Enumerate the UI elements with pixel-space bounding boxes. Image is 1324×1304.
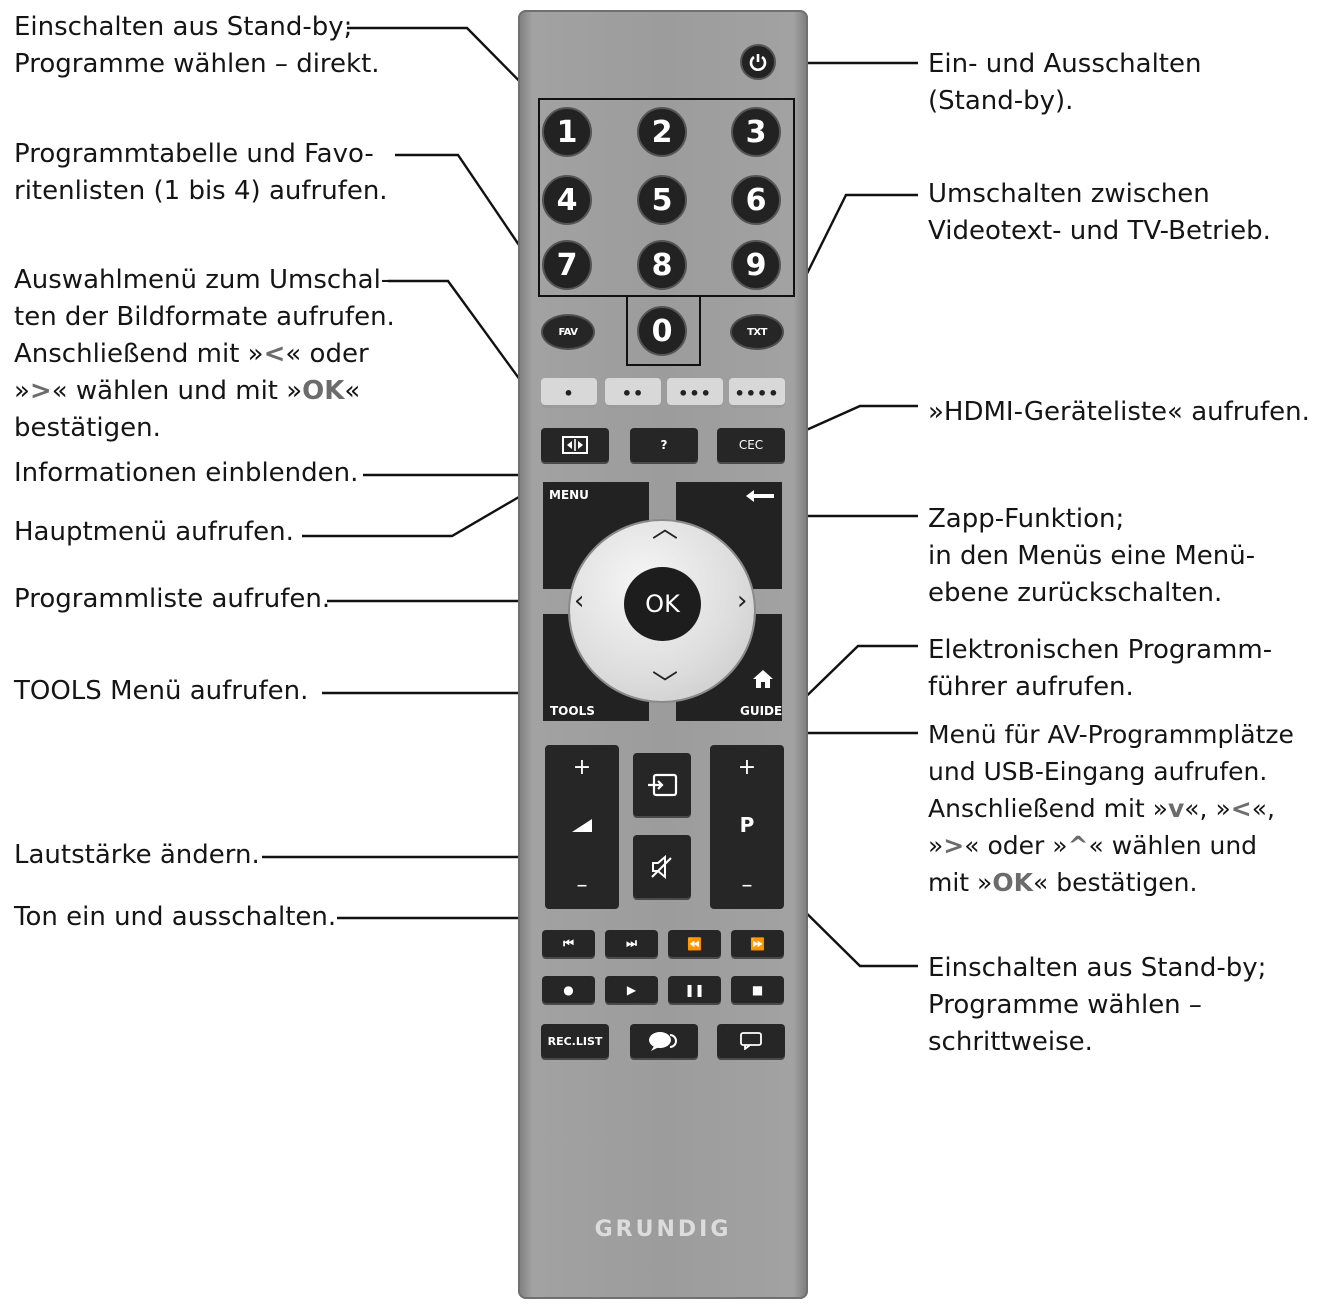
chat-bubble-icon (649, 1032, 677, 1051)
label-info: Informationen einblenden. (14, 458, 359, 488)
record-button[interactable]: ● (542, 976, 595, 1003)
source-button[interactable] (633, 753, 691, 816)
pause-button[interactable]: ❚❚ (668, 976, 721, 1003)
label-tools: TOOLS Menü aufrufen. (14, 676, 309, 706)
volume-plus[interactable]: + (572, 755, 592, 780)
digit-7-button[interactable]: 7 (542, 240, 592, 290)
label-epg: Elektronischen Programm- führer aufrufen… (928, 635, 1273, 702)
ok-button[interactable]: OK (624, 567, 701, 641)
fast-forward-button[interactable]: ⏩ (731, 930, 784, 957)
rec-list-button[interactable]: REC.LIST (541, 1024, 609, 1058)
volume-rocker[interactable]: + – (545, 745, 619, 909)
red-button[interactable]: • (541, 378, 597, 408)
home-icon (753, 670, 773, 688)
digit-2-button[interactable]: 2 (637, 107, 687, 157)
nav-right-button[interactable]: › (737, 586, 748, 616)
pause-icon: ❚❚ (684, 982, 705, 997)
label-standby-step: Einschalten aus Stand-by; Programme wähl… (928, 953, 1267, 1057)
info-button[interactable]: ? (630, 428, 698, 462)
label-fav: Programmtabelle und Favo- ritenlisten (1… (14, 139, 388, 206)
label-power: Ein- und Ausschalten (Stand-by). (928, 49, 1202, 116)
tools-label: TOOLS (550, 704, 595, 718)
fast-forward-icon: ⏩ (750, 936, 765, 951)
menu-label: MENU (549, 488, 589, 502)
digit-9-button[interactable]: 9 (731, 240, 781, 290)
nav-left-button[interactable]: ‹ (574, 586, 585, 616)
skip-back-button[interactable]: ⏮ (542, 930, 595, 957)
digit-6-button[interactable]: 6 (731, 175, 781, 225)
digit-1-button[interactable]: 1 (542, 107, 592, 157)
subtitle-button[interactable] (717, 1024, 785, 1058)
play-icon: ▶ (626, 982, 637, 997)
label-standby-direct: Einschalten aus Stand-by; Programme wähl… (14, 12, 380, 79)
digit-5-button[interactable]: 5 (637, 175, 687, 225)
volume-level-icon (572, 819, 592, 832)
chat-button[interactable] (630, 1024, 698, 1058)
yellow-button[interactable]: ••• (667, 378, 723, 408)
fav-button[interactable]: FAV (541, 314, 595, 350)
program-plus[interactable]: + (737, 755, 757, 780)
program-label: P (739, 813, 755, 837)
stop-button[interactable]: ■ (731, 976, 784, 1003)
label-menu: Hauptmenü aufrufen. (14, 517, 294, 547)
nav-down-button[interactable]: ﹀ (652, 670, 679, 700)
program-rocker[interactable]: + P – (710, 745, 784, 909)
volume-minus[interactable]: – (576, 873, 588, 898)
program-minus[interactable]: – (741, 873, 753, 898)
mute-button[interactable] (633, 835, 691, 898)
skip-back-icon: ⏮ (563, 936, 574, 950)
power-button[interactable] (740, 44, 776, 80)
txt-button[interactable]: TXT (730, 314, 784, 350)
aspect-ratio-icon (562, 436, 588, 454)
label-volume: Lautstärke ändern. (14, 840, 260, 870)
guide-label: GUIDE (740, 704, 783, 718)
zero-key-outline (626, 296, 701, 366)
brand-logo: GRUNDIG (594, 1217, 732, 1242)
skip-forward-button[interactable]: ⏭ (605, 930, 658, 957)
digit-8-button[interactable]: 8 (637, 240, 687, 290)
rewind-button[interactable]: ⏪ (668, 930, 721, 957)
source-input-icon (648, 773, 678, 796)
nav-up-button[interactable]: ︿ (652, 514, 679, 544)
label-zapp: Zapp-Funktion; in den Menüs eine Menü- e… (928, 504, 1256, 608)
label-mute: Ton ein und ausschalten. (14, 902, 337, 932)
play-button[interactable]: ▶ (605, 976, 658, 1003)
digit-0-button[interactable]: 0 (637, 306, 687, 356)
stop-icon: ■ (751, 982, 764, 997)
label-program-list: Programmliste aufrufen. (14, 584, 331, 614)
green-button[interactable]: •• (605, 378, 661, 408)
label-picture-format: Auswahlmenü zum Umschal- ten der Bildfor… (14, 265, 395, 443)
subtitle-icon (740, 1032, 762, 1050)
number-pad-outline (538, 98, 795, 297)
mute-icon (651, 854, 672, 879)
rewind-icon: ⏪ (687, 936, 702, 951)
power-icon (749, 54, 767, 71)
digit-4-button[interactable]: 4 (542, 175, 592, 225)
back-arrow-icon (746, 490, 774, 502)
cec-button[interactable]: CEC (717, 428, 785, 462)
label-av-menu: Menü für AV-Programmplätze und USB-Einga… (928, 720, 1294, 897)
label-hdmi: »HDMI-Geräteliste« aufrufen. (928, 397, 1310, 427)
record-icon: ● (563, 982, 574, 997)
skip-forward-icon: ⏭ (626, 936, 637, 950)
picture-format-button[interactable] (541, 428, 609, 462)
digit-3-button[interactable]: 3 (731, 107, 781, 157)
label-txt: Umschalten zwischen Videotext- und TV-Be… (928, 179, 1271, 246)
blue-button[interactable]: •••• (729, 378, 785, 408)
